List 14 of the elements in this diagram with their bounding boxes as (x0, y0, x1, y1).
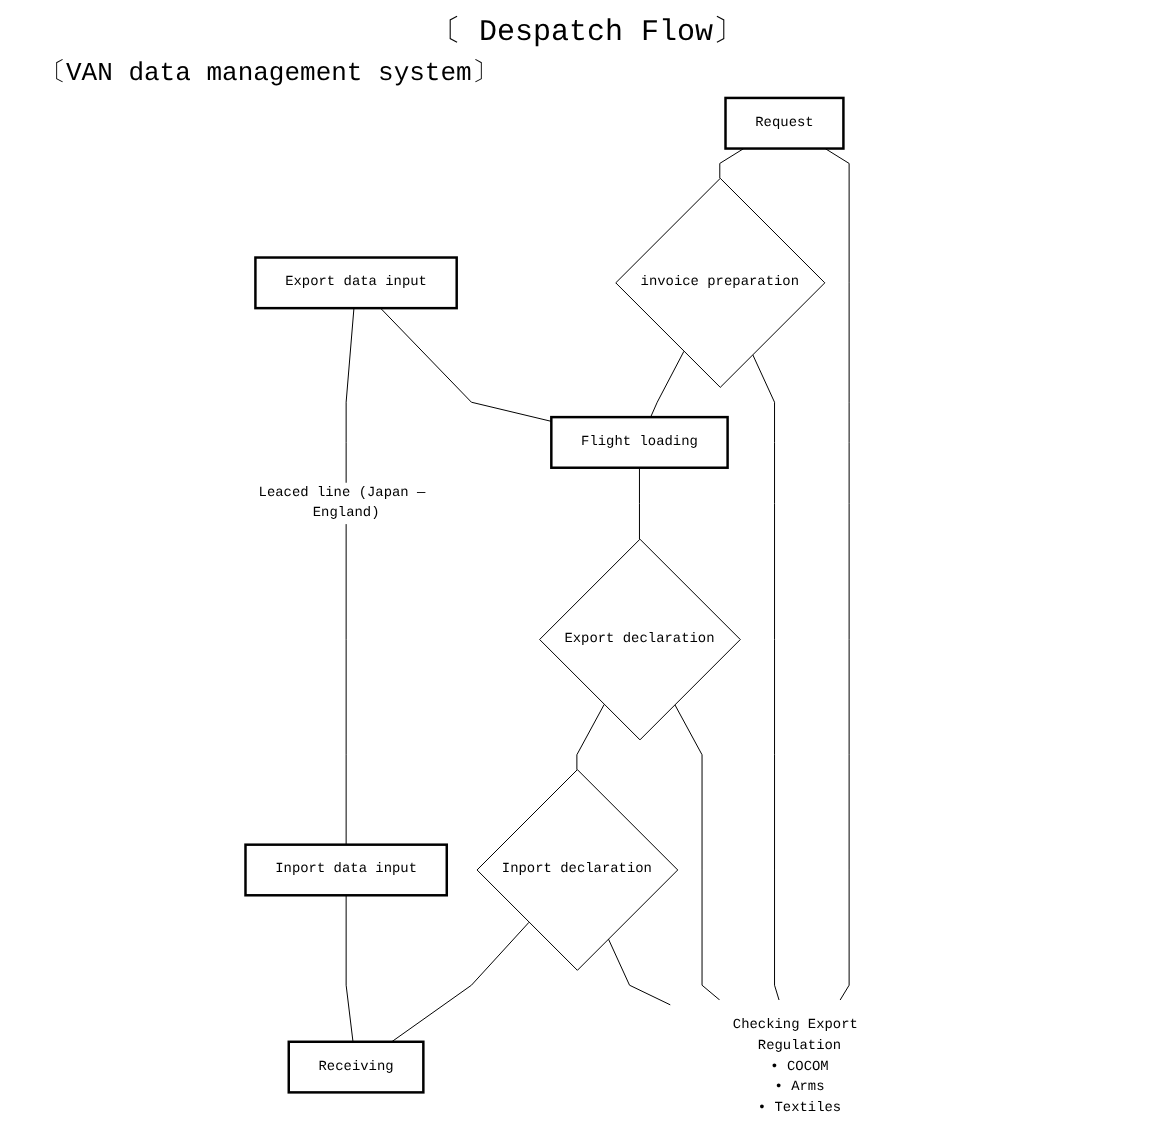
connector (345, 307, 355, 846)
connector (576, 704, 605, 771)
connector (824, 148, 850, 1001)
connector (380, 307, 552, 422)
diagram-title: 〔 Despatch Flow〕 (430, 14, 744, 50)
connector (719, 148, 745, 179)
connector (752, 354, 780, 1001)
connector (674, 704, 721, 1001)
connector (345, 894, 354, 1043)
connector (638, 467, 640, 540)
note-text: 〔VAN data management system〕 (40, 56, 498, 90)
connector (650, 350, 685, 418)
connector (607, 938, 671, 1006)
connector (391, 921, 530, 1043)
